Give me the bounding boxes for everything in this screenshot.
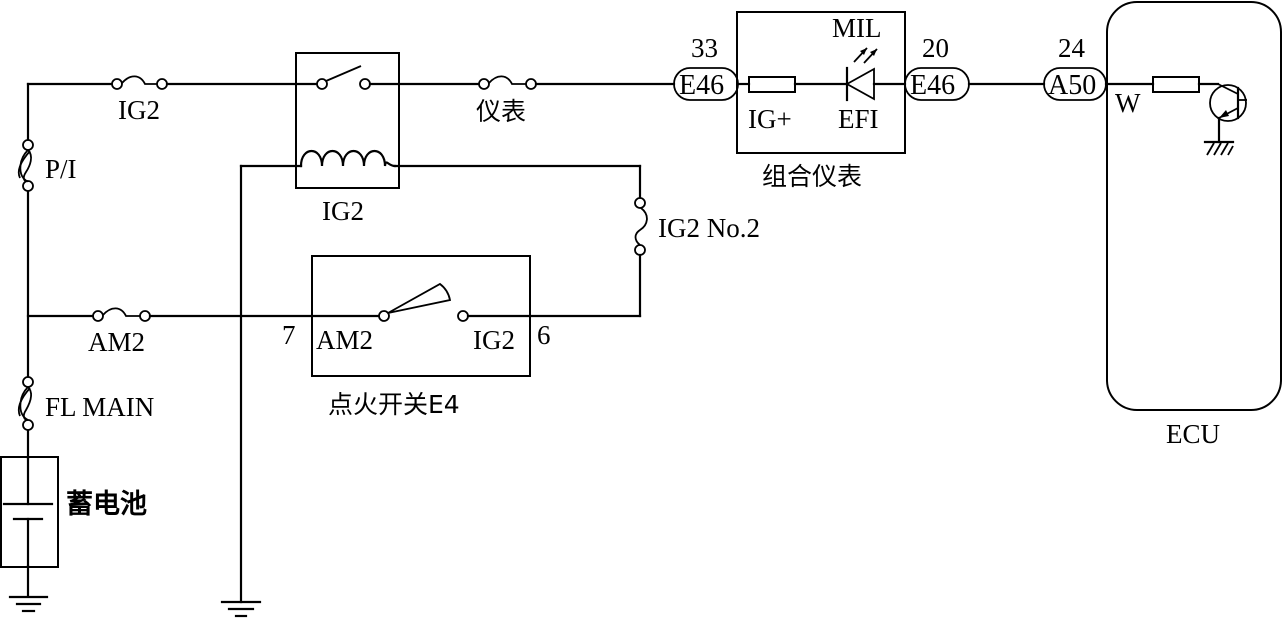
svg-text:E46: E46	[679, 70, 724, 101]
fuse-label-fl-main: FL MAIN	[45, 392, 154, 422]
battery-label: 蓄电池	[66, 489, 147, 520]
main-bus	[26, 82, 115, 598]
fuse-label-ig2-no2: IG2 No.2	[658, 213, 760, 243]
relay-ig2: IG2	[239, 52, 642, 226]
resistor-icon	[748, 76, 796, 93]
connector-e46-left: E46 33	[673, 33, 739, 101]
fuse-ig2-no2: IG2 No.2	[528, 164, 760, 318]
fuse-ig2: IG2	[111, 75, 168, 125]
combination-meter: E46 33 IG+ MIL EFI E46 20 组合仪表	[673, 11, 970, 191]
led-label-efi: EFI	[838, 104, 879, 134]
switch-pin-right: 6	[537, 320, 551, 350]
fusible-link-fl-main: FL MAIN	[17, 376, 154, 431]
combination-meter-title: 组合仪表	[762, 162, 862, 191]
switch-terminal-am2: AM2	[316, 325, 373, 355]
pin-20: 20	[922, 33, 949, 63]
connector-e46-right: E46 20	[904, 33, 970, 101]
fuse-label-meter: 仪表	[476, 97, 526, 126]
pin-33: 33	[691, 33, 718, 63]
ignition-switch: 7 AM2 IG2 6 点火开关E4	[282, 255, 551, 419]
led-label-mil: MIL	[832, 13, 882, 43]
svg-text:A50: A50	[1048, 70, 1096, 101]
pin-24: 24	[1058, 33, 1086, 63]
fuse-am2: AM2	[88, 307, 151, 357]
fuse-label-am2: AM2	[88, 327, 145, 357]
switch-terminal-ig2: IG2	[473, 325, 515, 355]
connector-a50: A50 24	[1043, 33, 1107, 101]
ignition-switch-title: 点火开关E4	[328, 390, 460, 419]
ecu-resistor-icon	[1152, 76, 1200, 93]
resistor-label: IG+	[748, 104, 792, 134]
battery: 蓄电池	[0, 456, 147, 568]
fuse-label-pi: P/I	[45, 154, 77, 184]
ecu-label: ECU	[1166, 419, 1220, 449]
fusible-link-pi: P/I	[17, 139, 77, 192]
ecu: A50 24 W ECU	[1043, 1, 1282, 449]
transistor-icon	[1209, 83, 1247, 144]
fuse-label-ig2: IG2	[118, 95, 160, 125]
chassis-ground-icon	[1203, 140, 1235, 156]
fuse-meter: 仪表	[476, 75, 537, 126]
ground-icon	[8, 595, 49, 613]
switch-pin-left: 7	[282, 320, 296, 350]
led-icon	[845, 47, 907, 102]
relay-label: IG2	[322, 196, 364, 226]
relay-ground-wire	[220, 164, 262, 618]
wire-color-w: W	[1115, 88, 1141, 118]
svg-text:E46: E46	[910, 70, 955, 101]
